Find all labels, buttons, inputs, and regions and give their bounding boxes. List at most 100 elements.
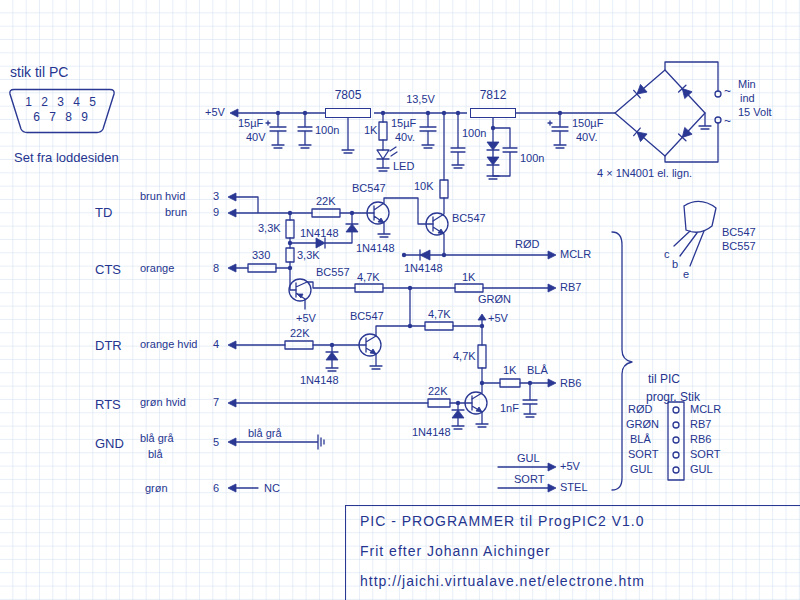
wire-color: GRØN (626, 418, 659, 431)
wire (236, 344, 366, 345)
value-label: 22K (290, 327, 310, 340)
wire-color: GUL (690, 463, 713, 476)
title-text: PIC - PROGRAMMER til ProgPIC2 V1.0 (360, 512, 645, 530)
diode-symbol (487, 142, 499, 150)
resistor-symbol (379, 122, 387, 140)
diode-symbol (452, 410, 464, 418)
output-arrow (230, 109, 238, 117)
wire-color: blå (148, 448, 163, 461)
signal-name: STEL (560, 481, 588, 494)
diode-symbol (679, 127, 692, 140)
wire-color: brun hvid (140, 190, 185, 203)
diode-wire (326, 345, 338, 371)
regulator-number: 7805 (335, 88, 362, 102)
wire-color: RØD (515, 238, 539, 251)
signal-arrow (548, 484, 556, 492)
resistor-symbol (440, 180, 448, 198)
value-label: 40V (246, 131, 266, 144)
led-symbol (377, 150, 389, 159)
signal-arrow (548, 284, 556, 292)
wire (290, 213, 296, 290)
junction-dots (276, 111, 562, 405)
part-label: 1N4148 (300, 374, 339, 387)
value-label: 4,7K (453, 350, 476, 363)
resistor-symbol (428, 399, 450, 407)
title-text: Frit efter Johann Aichinger (360, 542, 550, 560)
note-text: Set fra loddesiden (14, 150, 119, 166)
diode-symbol (634, 84, 647, 97)
regulator-body (325, 108, 371, 118)
transistor-leads (374, 198, 433, 237)
pin-arrow (228, 399, 236, 407)
part-label: LED (393, 160, 414, 173)
connector-pins (673, 407, 679, 473)
note-text: 15 Volt (738, 106, 772, 119)
value-label: 4,7K (428, 308, 451, 321)
voltage-label: +5V (488, 312, 508, 325)
regulator-body (470, 108, 516, 118)
resistor-symbol (285, 341, 313, 349)
value-label: 1K (364, 124, 377, 137)
wire-color: orange hvid (140, 338, 198, 351)
regulator-box: 7805 (322, 88, 374, 118)
wire-color: GUL (630, 463, 653, 476)
signal-arrow (548, 379, 556, 387)
part-label: BC557 (316, 266, 350, 279)
pin-number: 3 (213, 190, 219, 203)
capacitor-symbol (298, 113, 312, 148)
resistor-symbol (478, 345, 486, 368)
diode-symbol (487, 157, 499, 165)
signal-name: RB6 (690, 433, 711, 446)
value-label: 1K (503, 364, 516, 377)
pin-number: 5 (213, 436, 219, 449)
value-label: 150µF (572, 117, 603, 130)
wire (433, 113, 444, 221)
voltage-label: +5V (205, 106, 225, 119)
part-label: 1N4148 (300, 227, 339, 240)
resistor-symbol (312, 209, 340, 217)
wire (516, 112, 615, 113)
pin-numbers: 6 7 8 9 (33, 110, 91, 125)
supply-arrow (478, 314, 486, 320)
pin-number: 9 (213, 206, 219, 219)
wire (236, 267, 290, 268)
wire (236, 402, 472, 403)
pin-number: 8 (213, 262, 219, 275)
wire-color: BLÅ (527, 364, 548, 377)
emitter-arrow (297, 294, 303, 298)
signal-name: MCLR (690, 403, 721, 416)
transistor-symbol (367, 202, 389, 224)
value-label: 100n (315, 124, 339, 137)
wire-color: GUL (517, 452, 540, 465)
wire-color: SORT (514, 473, 544, 486)
resistor-symbol (286, 220, 294, 238)
diode-chain (487, 118, 499, 179)
voltage-label: +5V (560, 460, 580, 473)
pin-numbers: 1 2 3 4 5 (25, 95, 99, 110)
diode-wire (290, 213, 358, 248)
db9-connector: 1 2 3 4 56 7 8 9 (8, 88, 116, 134)
capacitor-symbol (451, 113, 465, 168)
transistor-package (684, 201, 716, 232)
capacitor-symbol (420, 113, 436, 148)
emitter-arrow (438, 229, 444, 234)
transistor-leads (366, 320, 482, 399)
wire (236, 487, 258, 488)
resistor-symbol (248, 264, 276, 272)
value-label: 3,3K (297, 249, 320, 262)
capacitor-symbol (493, 128, 517, 176)
value-label: 4,7K (357, 271, 380, 284)
pin-letter: b (672, 258, 678, 271)
transistor-leads (433, 217, 444, 255)
wire-color: BLÅ (630, 433, 651, 446)
transistor-leads (472, 396, 488, 427)
signal-name: MCLR (560, 248, 591, 261)
resistor-symbol (355, 284, 383, 292)
value-label: 22K (428, 385, 448, 398)
regulator-box: 7812 (467, 88, 519, 118)
pin-number: 7 (213, 396, 219, 409)
ac-input-wire (665, 62, 718, 162)
value-label: 22K (316, 195, 336, 208)
